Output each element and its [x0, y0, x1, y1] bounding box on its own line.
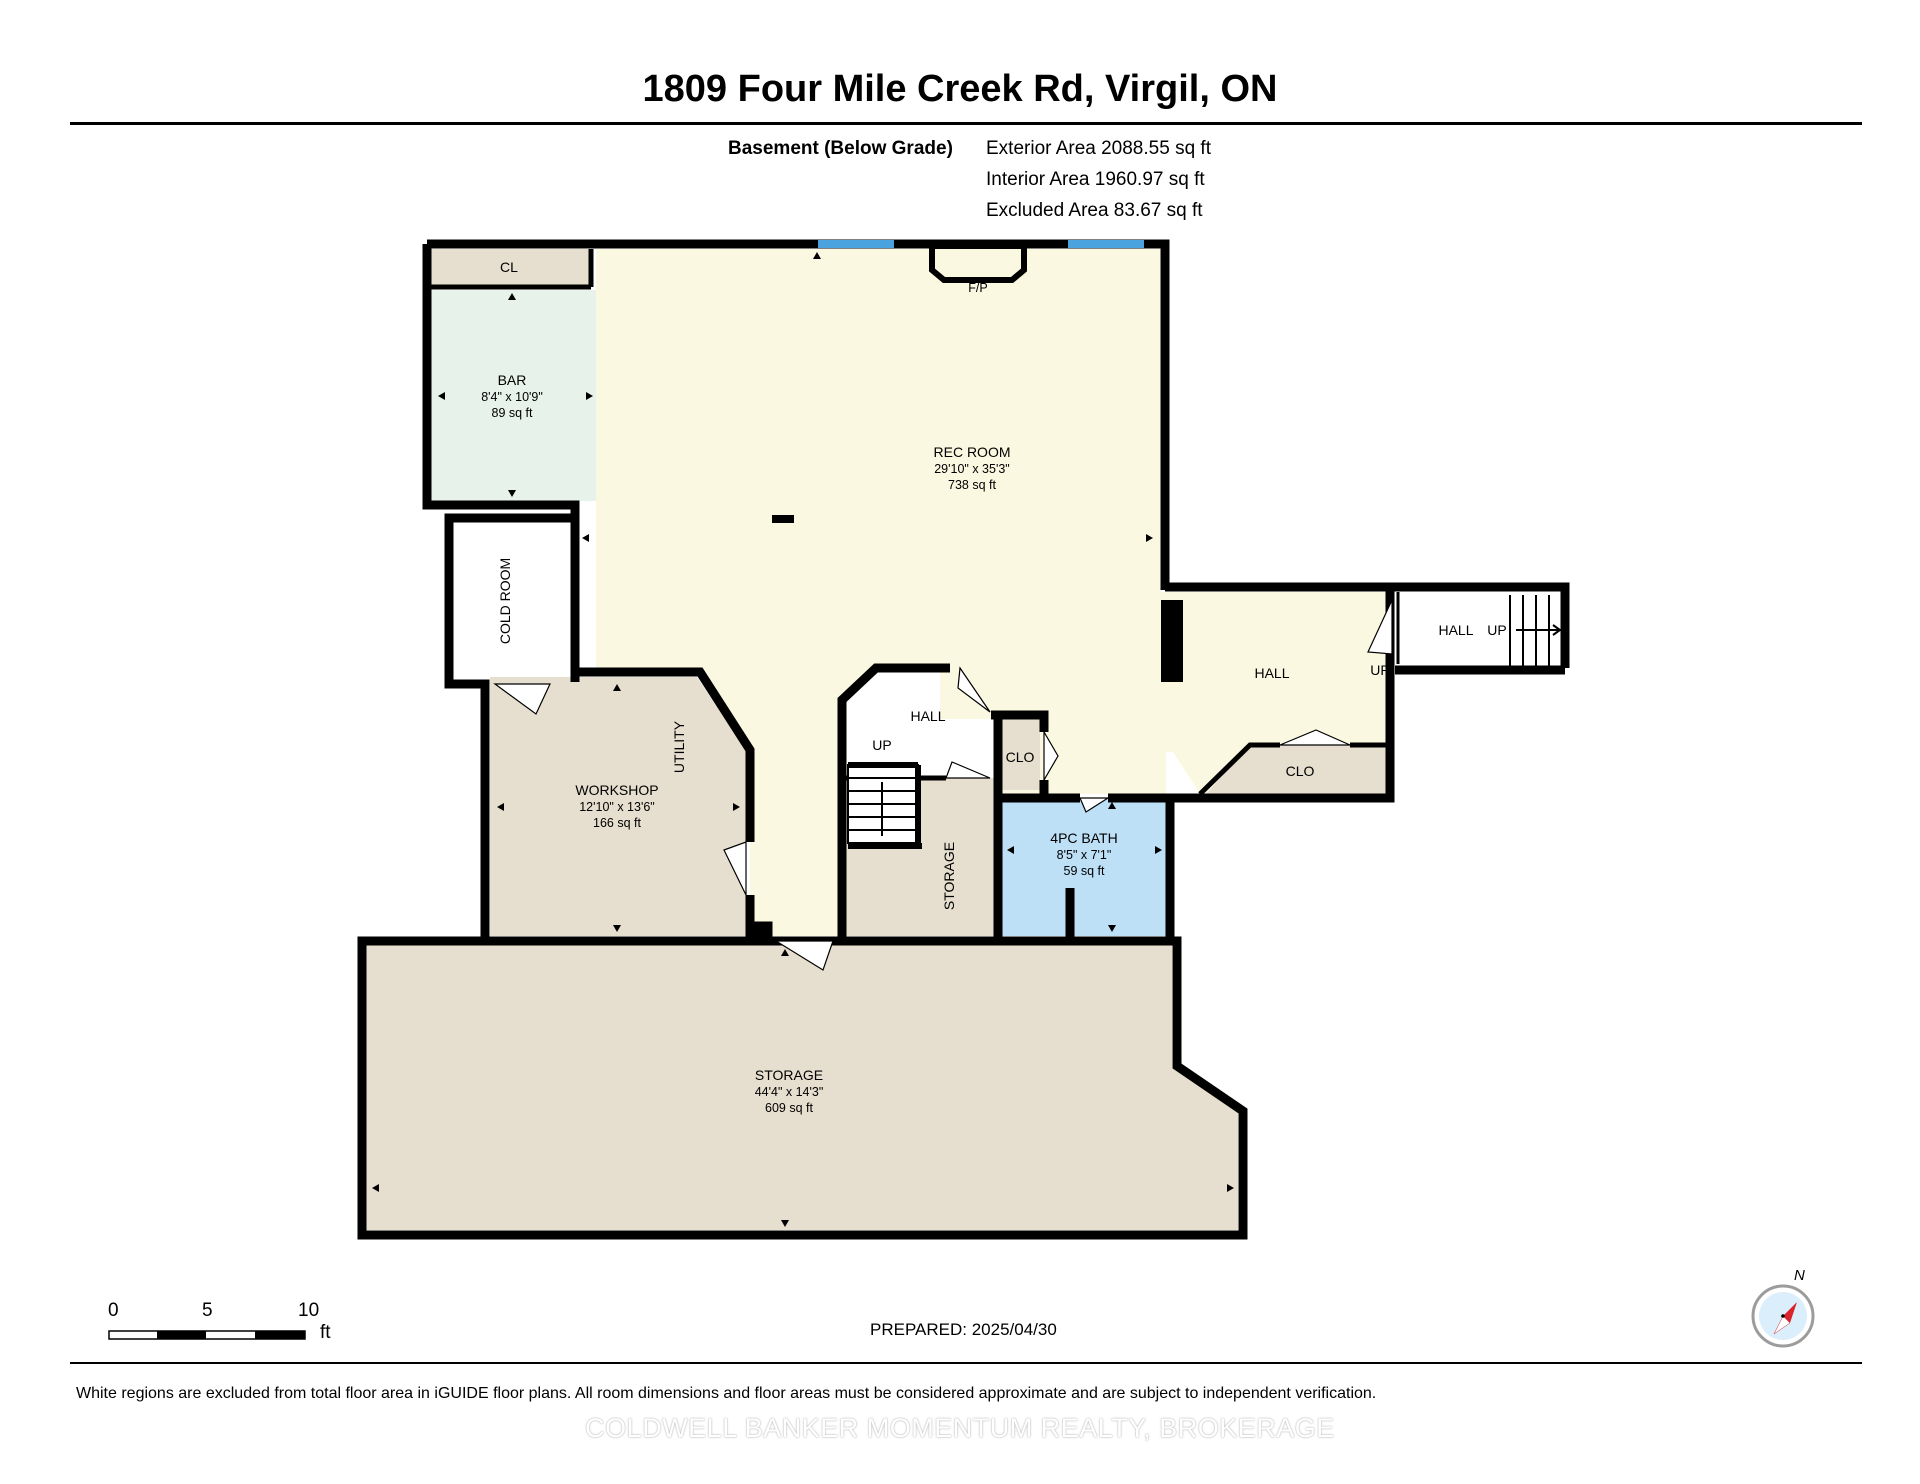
footer-divider — [70, 1362, 1862, 1364]
door-hall — [957, 666, 991, 713]
brokerage-watermark: COLDWELL BANKER MOMENTUM REALTY, BROKERA… — [585, 1413, 1335, 1443]
workshop-fill — [490, 677, 746, 936]
fireplace-outline — [929, 243, 1027, 283]
workshop-dims: 12'10" x 13'6" — [579, 800, 655, 814]
rec-room-fill — [596, 249, 1386, 936]
storage-big-dims: 44'4" x 14'3" — [755, 1085, 824, 1099]
west-wall — [422, 244, 580, 682]
interior-area: Interior Area 1960.97 sq ft — [986, 169, 1205, 190]
door-clo-east — [1279, 729, 1351, 746]
bar-area: 89 sq ft — [492, 406, 534, 420]
disclaimer: White regions are excluded from total fl… — [76, 1385, 1377, 1402]
door-ext-hall — [1367, 599, 1393, 655]
east-wall — [1166, 666, 1395, 803]
clo-small-fill — [998, 719, 1040, 790]
page-title: 1809 Four Mile Creek Rd, Virgil, ON — [642, 68, 1278, 110]
scale-bar: 0 5 10 ft — [108, 1300, 331, 1343]
clo-east-fill — [1206, 745, 1386, 794]
cold-room-wall — [444, 513, 575, 941]
door-clo-small — [1043, 729, 1059, 783]
scale-label-10: 10 — [298, 1300, 320, 1321]
cl-fill — [427, 249, 591, 287]
cold-room-fill — [454, 521, 563, 681]
bar-dims: 8'4" x 10'9" — [481, 390, 543, 404]
hall-center-label: HALL — [910, 708, 945, 724]
walls — [357, 239, 1570, 1240]
bath-fill — [1002, 798, 1166, 936]
storage-big-wall — [357, 936, 1248, 1240]
workshop-label: WORKSHOP — [575, 782, 658, 798]
rec-fixture — [772, 515, 794, 523]
rec-room-label: REC ROOM — [934, 444, 1011, 460]
fireplace-label: F/P — [968, 281, 987, 295]
exterior-area: Exterior Area 2088.55 sq ft — [986, 138, 1211, 159]
hall-wall — [837, 663, 950, 941]
hall-ext-up: UP — [1487, 622, 1506, 638]
room-labels: CL BAR 8'4" x 10'9" 89 sq ft F/P REC ROO… — [481, 259, 1507, 1115]
cold-room-label: COLD ROOM — [497, 558, 513, 644]
scale-bar-graphic — [108, 1330, 306, 1340]
workshop-wall — [575, 667, 755, 842]
floor-name: Basement (Below Grade) — [728, 138, 953, 159]
excluded-area: Excluded Area 83.67 sq ft — [986, 200, 1203, 221]
bath-dims: 8'5" x 7'1" — [1057, 848, 1112, 862]
door-storage-big — [773, 940, 834, 971]
north-wall — [427, 239, 1170, 590]
hall-ext-label: HALL — [1438, 622, 1473, 638]
storage-big-area: 609 sq ft — [765, 1101, 813, 1115]
utility-label: UTILITY — [671, 720, 687, 773]
bar-label: BAR — [498, 372, 527, 388]
dimension-markers — [372, 252, 1234, 1227]
clo-small-wall — [998, 710, 1049, 732]
hall-east-label: HALL — [1254, 665, 1289, 681]
scale-label-0: 0 — [108, 1300, 119, 1321]
prepared-date: PREPARED: 2025/04/30 — [870, 1320, 1057, 1339]
workshop-area: 166 sq ft — [593, 816, 641, 830]
window-1 — [818, 240, 894, 248]
room-fills — [366, 249, 1386, 1230]
bath-label: 4PC BATH — [1050, 830, 1117, 846]
window-2 — [1068, 240, 1144, 248]
hall-east-up: UP — [1370, 662, 1389, 678]
doors — [493, 599, 1393, 971]
scale-unit: ft — [320, 1322, 331, 1343]
door-workshop — [493, 683, 551, 715]
header-divider — [70, 122, 1862, 125]
storage-big-fill — [366, 945, 1238, 1230]
rec-room-area: 738 sq ft — [948, 478, 996, 492]
cl-label: CL — [500, 259, 518, 275]
windows — [818, 240, 1144, 248]
clo-east-label: CLO — [1286, 763, 1315, 779]
compass: N — [1748, 1267, 1818, 1348]
door-storage-small — [945, 761, 991, 779]
stairs-center — [847, 762, 922, 849]
bath-area: 59 sq ft — [1064, 864, 1106, 878]
door-utility — [723, 841, 747, 896]
storage-big-label: STORAGE — [755, 1067, 823, 1083]
ext-hall-wall — [1390, 582, 1570, 668]
clo-east-wall — [1198, 742, 1280, 796]
clo-small-label: CLO — [1006, 749, 1035, 765]
scale-label-5: 5 — [202, 1300, 213, 1321]
compass-icon: N — [1751, 1267, 1815, 1348]
hall-center-up: UP — [872, 737, 891, 753]
bar-fill — [427, 290, 596, 501]
stairs-east — [1509, 595, 1562, 666]
door-bath — [1079, 797, 1111, 813]
rec-room-dims: 29'10" x 35'3" — [934, 462, 1010, 476]
storage-small-label: STORAGE — [941, 842, 957, 910]
compass-north-label: N — [1794, 1268, 1805, 1284]
